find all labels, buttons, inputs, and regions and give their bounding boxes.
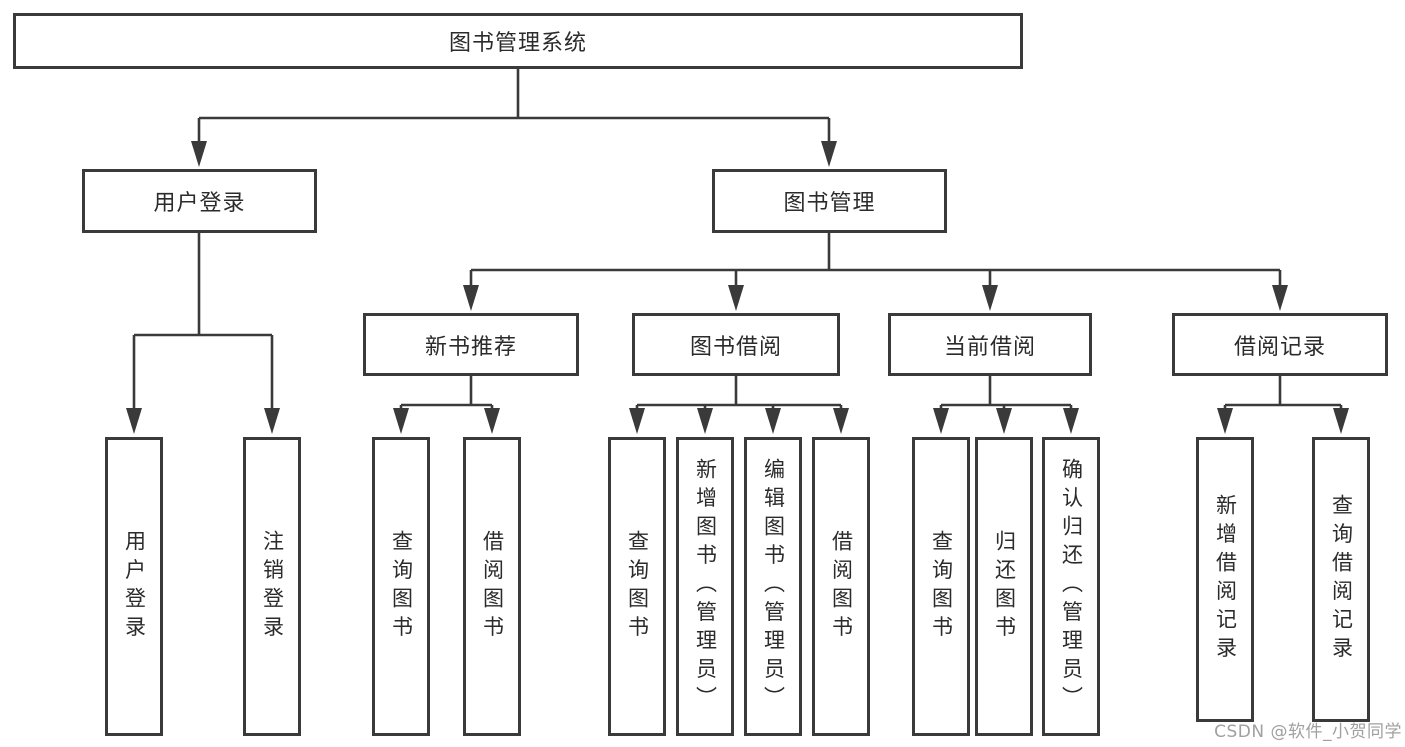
node-book-borrow: 图书借阅 [632,313,840,376]
leaf-borrow-books-recommend: 借阅图书 [463,437,521,736]
leaf-user-login: 用户登录 [105,437,163,736]
leaf-query-borrow-record-label: 查询借阅记录 [1329,494,1354,665]
node-user-login-label: 用户登录 [153,191,246,216]
arrowhead-icon [393,408,409,434]
leaf-borrow-books: 借阅图书 [812,437,870,736]
arrowhead-icon [765,408,781,434]
arrowhead-icon [1063,408,1079,434]
leaf-add-borrow-record: 新增借阅记录 [1196,437,1254,722]
leaf-edit-book-admin-label: 编辑图书（管理员） [761,458,786,715]
leaf-query-borrow-record: 查询借阅记录 [1312,437,1370,722]
leaf-query-books-recommend: 查询图书 [372,437,430,736]
arrowhead-icon [629,408,645,434]
leaf-return-book-label: 归还图书 [992,529,1017,644]
node-current-borrow-label: 当前借阅 [943,334,1036,360]
arrowhead-icon [191,141,207,167]
leaf-query-books-recommend-label: 查询图书 [389,529,414,644]
leaf-borrow-books-label: 借阅图书 [829,529,854,644]
tree-connector-lines [132,69,1343,410]
arrowhead-icon [697,408,713,434]
arrowhead-icon [1272,285,1288,311]
leaf-confirm-return-admin-label: 确认归还（管理员） [1059,458,1084,715]
node-book-management: 图书管理 [712,169,947,233]
arrowhead-icon [126,408,142,434]
arrowhead-icon [1217,408,1233,434]
leaf-user-login-label: 用户登录 [122,529,147,644]
leaf-add-borrow-record-label: 新增借阅记录 [1213,494,1238,665]
node-new-book-recommend: 新书推荐 [363,313,579,376]
arrowhead-icon [484,408,500,434]
node-user-login: 用户登录 [82,169,317,233]
arrowhead-icon [728,285,744,311]
leaf-query-books-current: 查询图书 [912,437,970,736]
leaf-borrow-books-recommend-label: 借阅图书 [480,529,505,644]
leaf-query-books-current-label: 查询图书 [929,529,954,644]
leaf-edit-book-admin: 编辑图书（管理员） [744,437,802,736]
node-new-book-recommend-label: 新书推荐 [424,334,517,360]
arrowhead-icon [1333,408,1349,434]
leaf-query-books-borrow: 查询图书 [608,437,666,736]
node-library-system-label: 图书管理系统 [448,31,587,56]
watermark: CSDN @软件_小贺同学 [1214,722,1402,742]
node-library-system: 图书管理系统 [13,13,1023,69]
arrowhead-icon [996,408,1012,434]
leaf-add-book-admin-label: 新增图书（管理员） [693,458,718,715]
leaf-return-book: 归还图书 [975,437,1033,736]
leaf-logout-label: 注销登录 [260,529,285,644]
node-book-management-label: 图书管理 [783,191,876,216]
node-current-borrow: 当前借阅 [888,313,1092,376]
arrowhead-icon [821,141,837,167]
arrowhead-icon [264,408,280,434]
arrowhead-icon [982,285,998,311]
leaf-query-books-borrow-label: 查询图书 [625,529,650,644]
node-book-borrow-label: 图书借阅 [689,334,782,360]
leaf-confirm-return-admin: 确认归还（管理员） [1042,437,1100,736]
node-borrow-records-label: 借阅记录 [1233,334,1326,360]
arrowhead-icon [463,285,479,311]
arrowhead-icon [933,408,949,434]
leaf-add-book-admin: 新增图书（管理员） [676,437,734,736]
node-borrow-records: 借阅记录 [1172,313,1388,376]
leaf-logout: 注销登录 [243,437,301,736]
arrowhead-icon [833,408,849,434]
arrowhead-icons [126,141,1349,434]
